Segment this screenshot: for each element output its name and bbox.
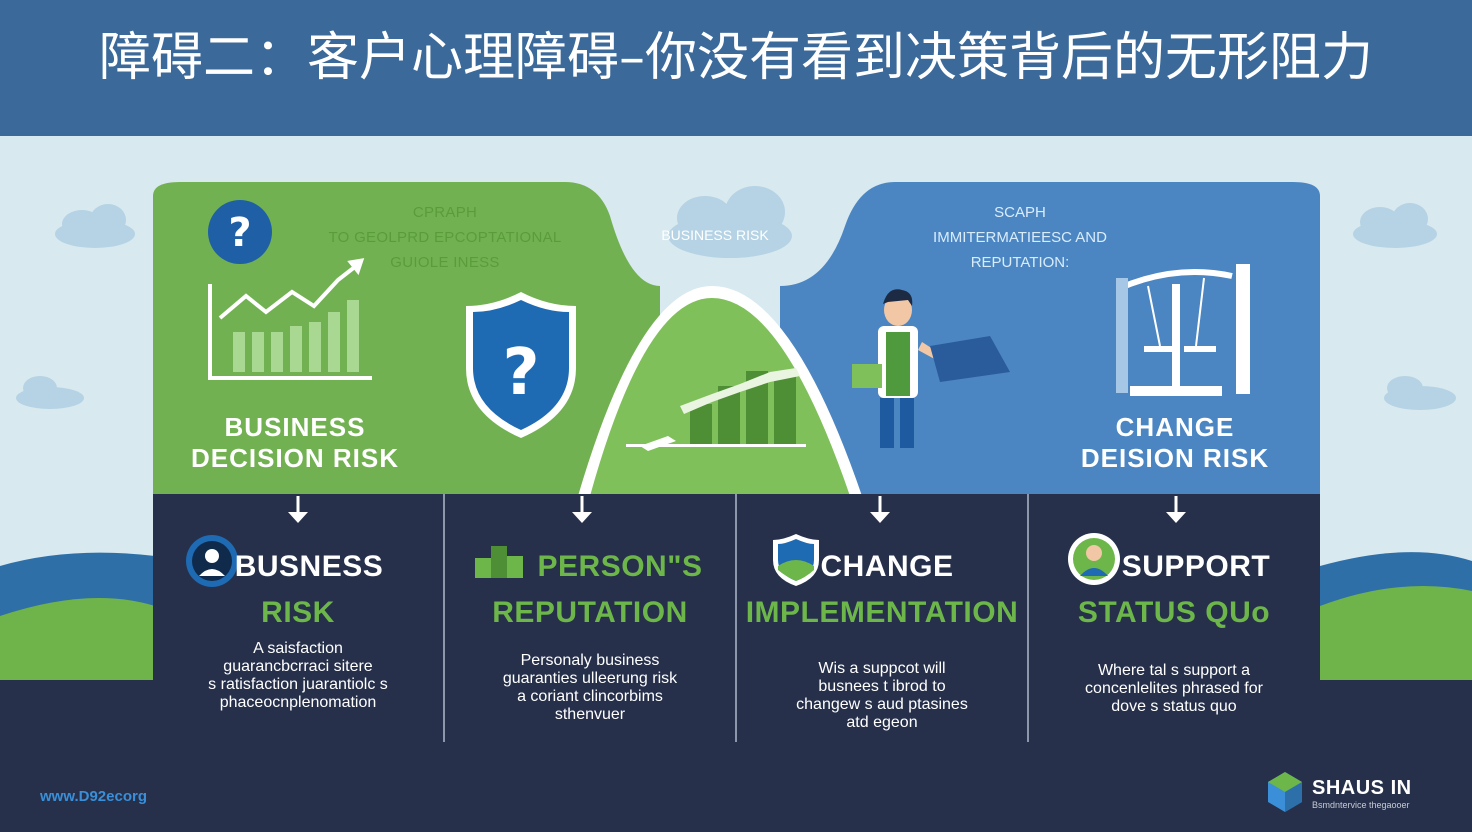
column-subtitle: IMPLEMENTATION: [745, 596, 1019, 629]
growth-chart-icon: [208, 258, 372, 380]
column-description: Personaly business guaranties ulleerung …: [465, 652, 715, 724]
column-description: Where tal s support a concenlelites phra…: [1049, 662, 1299, 716]
desc-line: guaranties ulleerung risk: [502, 670, 678, 687]
question-mark-icon: ?: [208, 200, 272, 264]
column-support-status-quo: SUPPORT STATUS QUo Where tal s support a…: [1029, 494, 1319, 742]
desc-line: sthenvuer: [554, 706, 626, 723]
desc-line: Personaly business: [520, 652, 660, 669]
right-caption-line: REPUTATION:: [970, 254, 1070, 271]
column-description: A saisfaction guarancbcrraci sitere s ra…: [173, 640, 423, 712]
svg-text:?: ?: [502, 336, 539, 410]
column-description: Wis a suppcot will busnees t ibrod to ch…: [757, 660, 1007, 732]
down-arrow-icon: [1166, 496, 1186, 523]
desc-line: A saisfaction: [253, 640, 343, 657]
left-panel-caption: CPRAPH TO GEOLPRD EPCOPTATIONAL GUIOLE I…: [280, 200, 610, 275]
desc-line: Wis a suppcot will: [818, 660, 946, 677]
desc-line: guarancbcrraci sitere: [223, 658, 373, 675]
page-title: 障碍二：客户心理障碍–你没有看到决策背后的无形阻力: [98, 28, 1373, 88]
down-arrow-icon: [870, 496, 890, 523]
left-caption-line: GUIOLE INESS: [390, 254, 500, 271]
column-subtitle: REPUTATION: [492, 596, 688, 629]
header-banner: 障碍二：客户心理障碍–你没有看到决策背后的无形阻力: [0, 0, 1472, 136]
desc-line: a coriant clincorbims: [517, 688, 663, 705]
shield-landscape-icon: [773, 534, 819, 586]
column-title: BUSNESS: [234, 550, 384, 583]
column-business-risk: BUSNESS RISK A saisfaction guarancbcrrac…: [153, 494, 443, 742]
growth-steps-icon: [626, 368, 806, 451]
column-divider: [443, 494, 445, 742]
left-title-line: DECISION RISK: [190, 443, 400, 473]
brand-name: SHAUS IN: [1312, 777, 1412, 799]
businessman-icon: [852, 289, 1010, 448]
brand-tagline: Bsmdntervice thegaooer: [1312, 800, 1410, 810]
column-title: CHANGE: [820, 550, 954, 583]
person-avatar-icon: [186, 535, 238, 587]
desc-line: dove s status quo: [1111, 698, 1237, 715]
column-divider: [1027, 494, 1029, 742]
right-panel-title: CHANGE DEISION RISK: [1050, 412, 1300, 474]
right-caption-line: SCAPH: [994, 204, 1046, 221]
support-person-icon: [1068, 533, 1120, 585]
footer-url-link[interactable]: www.D92ecorg: [40, 788, 147, 805]
right-panel-caption: SCAPH IMMITERMATIEESC AND REPUTATION:: [870, 200, 1170, 275]
left-caption-line: TO GEOLPRD EPCOPTATIONAL: [328, 229, 562, 246]
cloud-icon: [16, 186, 1456, 410]
left-title-line: BUSINESS: [224, 412, 366, 442]
column-title: PERSON"S: [537, 550, 703, 583]
right-caption-line: IMMITERMATIEESC AND: [933, 229, 1107, 246]
right-title-line: DEISION RISK: [1080, 443, 1270, 473]
desc-line: concenlelites phrased for: [1085, 680, 1263, 697]
desc-line: Where tal s support a: [1097, 662, 1251, 679]
down-arrow-icon: [288, 496, 308, 523]
desc-line: s ratisfaction juarantiolc s: [208, 676, 388, 693]
svg-text:?: ?: [228, 210, 251, 256]
left-caption-line: CPRAPH: [412, 204, 478, 221]
brand-logo-icon: [1268, 772, 1302, 812]
column-title: SUPPORT: [1121, 550, 1271, 583]
building-blocks-icon: [475, 546, 523, 578]
column-change-implementation: CHANGE IMPLEMENTATION Wis a suppcot will…: [737, 494, 1027, 742]
desc-line: busnees t ibrod to: [818, 678, 946, 695]
desc-line: phaceocnplenomation: [219, 694, 377, 711]
landscape-illustration: ? ?: [0, 182, 1472, 681]
down-arrow-icon: [572, 496, 592, 523]
shield-icon: ?: [466, 292, 576, 438]
desc-line: atd egeon: [846, 714, 918, 731]
middle-caption: BUSINESS RISK: [661, 227, 769, 243]
balance-scale-icon: [1116, 264, 1250, 396]
desc-line: changew s aud ptasines: [796, 696, 968, 713]
left-panel-title: BUSINESS DECISION RISK: [170, 412, 420, 474]
column-divider: [735, 494, 737, 742]
column-subtitle: RISK: [261, 596, 335, 629]
column-reputation: PERSON"S REPUTATION Personaly business g…: [445, 494, 735, 742]
right-title-line: CHANGE: [1115, 412, 1235, 442]
column-subtitle: STATUS QUo: [1077, 596, 1271, 629]
